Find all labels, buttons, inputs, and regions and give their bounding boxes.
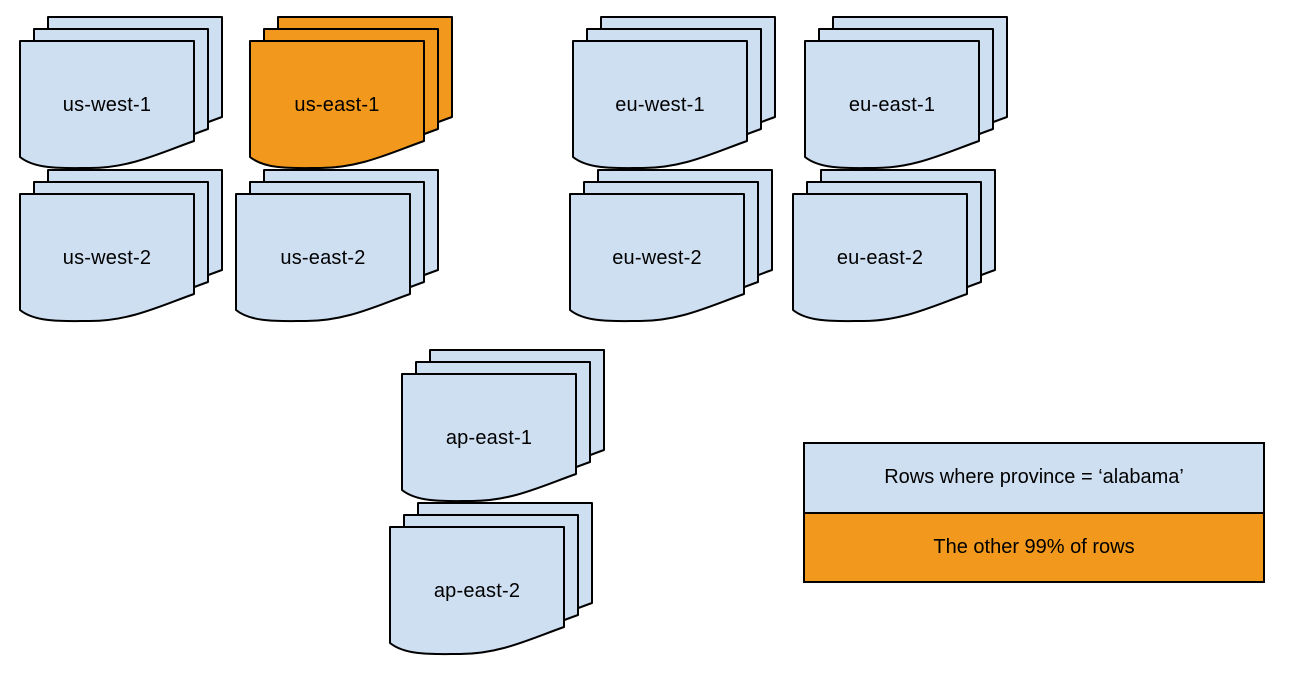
legend-row-alabama: Rows where province = ‘alabama’ <box>805 444 1263 512</box>
document-stack-icon <box>389 502 593 656</box>
document-stack-icon <box>804 16 1008 170</box>
region-stack-us-east-2: us-east-2 <box>235 169 441 325</box>
document-stack-icon <box>792 169 996 323</box>
region-stack-us-east-1: us-east-1 <box>249 16 455 172</box>
document-stack-icon <box>572 16 776 170</box>
region-stack-eu-west-1: eu-west-1 <box>572 16 778 172</box>
region-stack-ap-east-2: ap-east-2 <box>389 502 595 658</box>
document-stack-icon <box>19 169 223 323</box>
document-stack-icon <box>569 169 773 323</box>
legend-row-other-rows: The other 99% of rows <box>805 511 1263 581</box>
region-stack-us-west-2: us-west-2 <box>19 169 225 325</box>
region-stack-eu-east-2: eu-east-2 <box>792 169 998 325</box>
document-stack-icon <box>235 169 439 323</box>
region-stack-eu-east-1: eu-east-1 <box>804 16 1010 172</box>
legend-box: Rows where province = ‘alabama’ The othe… <box>803 442 1265 583</box>
region-stack-us-west-1: us-west-1 <box>19 16 225 172</box>
document-stack-icon <box>249 16 453 170</box>
region-stack-ap-east-1: ap-east-1 <box>401 349 607 505</box>
document-stack-icon <box>19 16 223 170</box>
region-stack-eu-west-2: eu-west-2 <box>569 169 775 325</box>
document-stack-icon <box>401 349 605 503</box>
